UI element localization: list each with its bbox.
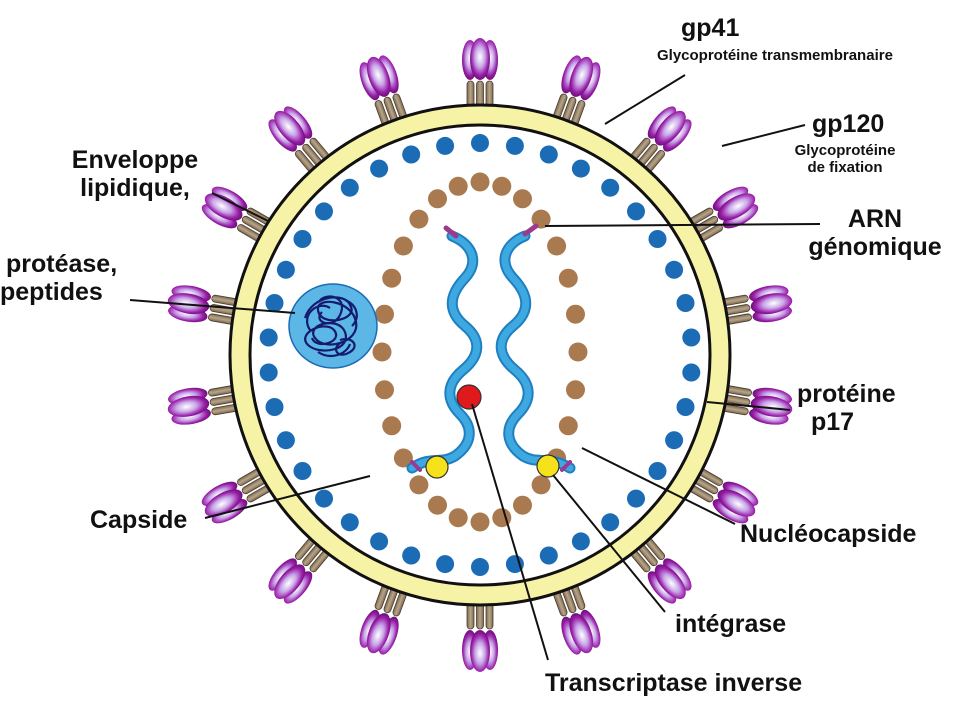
gp120-label: gp120 (812, 110, 885, 138)
arn-line2: génomique (808, 233, 942, 261)
genomic-rna (406, 223, 576, 474)
capsid-dot (568, 342, 588, 362)
enveloppe-line2: lipidique, (80, 174, 190, 202)
capsid-dot (558, 268, 578, 288)
p17-dot (665, 431, 684, 450)
p17-dot (665, 260, 684, 279)
p17-dot (436, 136, 455, 155)
p17-dot (265, 398, 284, 416)
integrase-left (425, 455, 449, 479)
protease-label: protéase, peptides (0, 250, 117, 306)
capsid-dot (547, 236, 567, 256)
capsid-dot (513, 189, 532, 209)
capsid-dot (558, 416, 578, 436)
capsid-dot (409, 209, 429, 229)
gp41-description: Glycoprotéine transmembranaire (657, 47, 893, 64)
integrase-label: intégrase (675, 610, 787, 638)
gp120-description: Glycoprotéine de fixation (780, 142, 910, 177)
p17-dot (682, 363, 701, 382)
spike-14 (164, 379, 241, 429)
p17-dot (571, 532, 590, 551)
transcriptase-label: Transcriptase inverse (545, 669, 803, 697)
capsid-dot (566, 380, 585, 400)
arn-label: ARN génomique (790, 205, 960, 261)
p17-dot (505, 555, 524, 574)
enveloppe-line1: Enveloppe (71, 146, 199, 174)
capsid-dot (393, 448, 413, 468)
p17-dot (571, 159, 590, 178)
p17-dot (293, 462, 312, 480)
gp120-desc-line2: de fixation (807, 158, 883, 176)
p17-dot (276, 260, 295, 279)
p17-dot (471, 134, 489, 152)
nucleocapside-label: Nucléocapside (740, 520, 917, 548)
spike-1 (461, 37, 499, 109)
p17-dot (539, 546, 558, 565)
p17-dot (648, 230, 667, 248)
protease-line2: peptides (0, 278, 103, 306)
protease-blob (288, 283, 378, 369)
capsid-dot (375, 304, 394, 324)
capsid-dot (393, 236, 413, 256)
p17-dot (436, 555, 455, 574)
p17-dot (259, 363, 278, 382)
p17-dot (340, 513, 359, 532)
p17-dot (370, 532, 389, 551)
p17-label: protéine p17 (797, 380, 896, 436)
p17-dot (539, 145, 558, 164)
capsid-dot (382, 416, 402, 436)
capsid-dot (375, 380, 394, 400)
p17-dot (676, 398, 695, 416)
p17-line1: protéine (797, 380, 896, 408)
protease-line1: protéase, (6, 250, 118, 278)
spike-5 (719, 281, 796, 331)
p17-dot (682, 328, 701, 347)
capsid-dot (448, 176, 468, 196)
p17-dot (315, 489, 333, 508)
p17-dot (471, 558, 489, 576)
p17-dot (340, 178, 359, 197)
p17-dot (293, 230, 312, 248)
p17-dot (265, 294, 284, 312)
p17-dot (315, 202, 333, 221)
gp41-label: gp41 (681, 14, 740, 42)
p17-line2: p17 (811, 408, 855, 436)
p17-dot (402, 145, 421, 164)
p17-dot (627, 202, 645, 221)
capsid-dot (470, 512, 490, 532)
p17-dot (402, 546, 421, 565)
capsid-dot (492, 176, 512, 196)
capsid-dot (409, 475, 429, 495)
p17-dot (627, 489, 645, 508)
capsid-dot (448, 508, 468, 528)
p17-dot (601, 178, 620, 197)
capside-label: Capside (90, 506, 188, 534)
integrase-right (536, 454, 560, 478)
p17-matrix-proteins (259, 134, 701, 576)
capsid-dot (428, 495, 447, 515)
gp120-desc-line1: Glycoprotéine (794, 142, 896, 159)
capsid-dot (566, 304, 585, 324)
capsid-dot (428, 189, 447, 209)
leader-lines (129, 74, 821, 661)
capsid-dot (372, 342, 392, 362)
capsid-dot (531, 475, 551, 495)
capsid-dot (382, 268, 402, 288)
p17-dot (259, 328, 278, 347)
p17-dot (370, 159, 389, 178)
arn-line1: ARN (847, 205, 903, 233)
p17-dot (505, 136, 524, 155)
p17-dot (648, 462, 667, 480)
capsid-dot (470, 172, 490, 192)
spike-10 (461, 601, 499, 673)
reverse-transcriptase (456, 384, 482, 410)
p17-dot (601, 513, 620, 532)
enveloppe-label: Enveloppe lipidique, (50, 146, 220, 202)
capsid-dot (513, 495, 532, 515)
p17-dot (276, 431, 295, 450)
p17-dot (676, 294, 695, 312)
